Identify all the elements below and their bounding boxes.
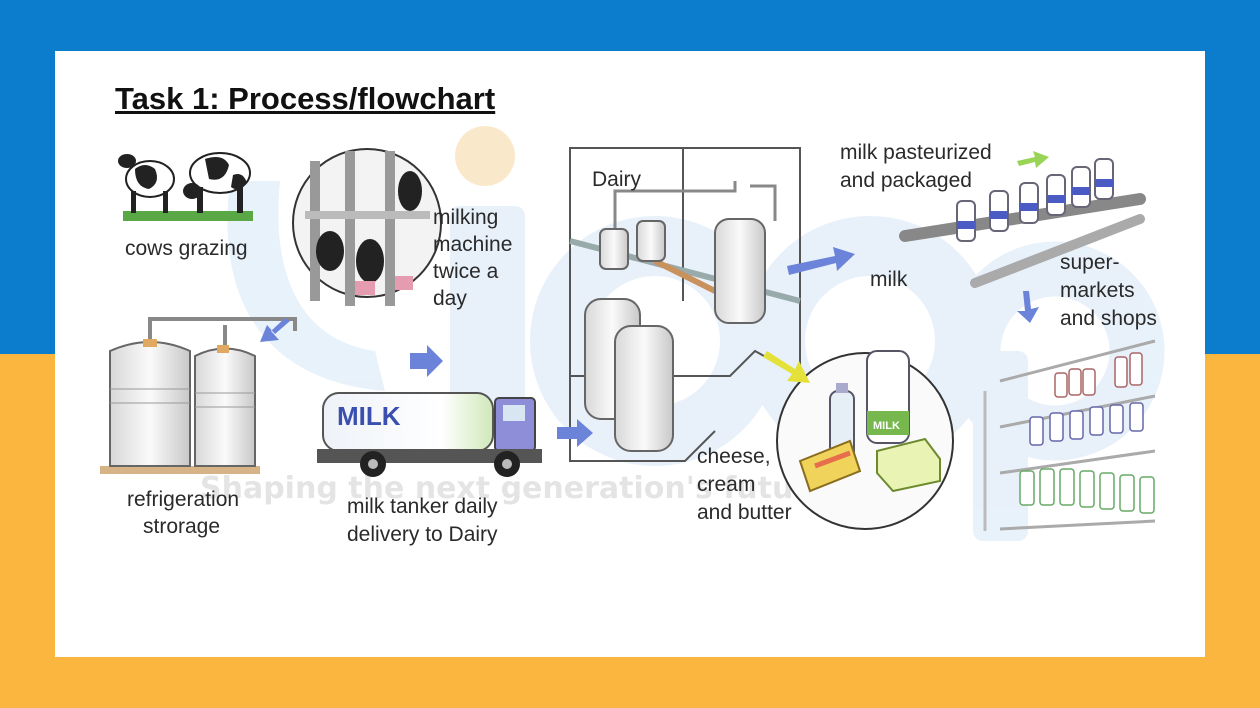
watermark-dot — [455, 126, 515, 186]
watermark-tagline: Shaping the next generation's future — [200, 471, 828, 506]
jug-milk-sign: MILK — [873, 420, 900, 432]
arrow-icon-to-tanker — [410, 345, 443, 377]
slide-title: Task 1: Process/flowchart — [115, 81, 496, 116]
milk-jug-icon: MILK — [866, 350, 910, 444]
shelf-bottles-icon-row3 — [1019, 468, 1155, 514]
arrow-icon-to-supermarkets — [1017, 291, 1039, 323]
label-pasteurized-line2: and packaged — [840, 169, 972, 192]
watermark-letter-i — [450, 206, 525, 436]
dairy-products-illustration: MILK cheese, cream and butter — [697, 350, 954, 530]
refrigeration-tanks-illustration: refrigeration strorage — [100, 317, 297, 538]
label-milking-line2: machine — [433, 233, 512, 256]
dairy-vat-icon-3 — [714, 218, 766, 324]
shelf-bottles-icon-row1 — [1054, 352, 1143, 398]
label-milking-line1: milking — [433, 206, 498, 229]
milking-machine-illustration: milking machine twice a day — [292, 148, 512, 310]
milk-tanker-illustration: MILK milk tanker daily delivery to Dairy — [317, 392, 542, 546]
label-dairy: Dairy — [592, 168, 642, 191]
label-tanker-line1: milk tanker daily — [347, 495, 498, 518]
slide-panel: Task 1: Process/flowchart — [55, 51, 1205, 657]
label-milk: milk — [870, 268, 908, 291]
dairy-silo-icon-2 — [614, 325, 674, 452]
arrow-icon-conveyor-direction — [1017, 151, 1049, 168]
arrow-icon-to-storage — [260, 318, 290, 342]
supermarket-shelves-illustration: super- markets and shops — [983, 251, 1157, 531]
label-cheese-line2: cream — [697, 473, 755, 496]
arrow-icon-to-dairy — [557, 419, 593, 447]
dairy-vat-icon-1 — [599, 228, 629, 270]
cheese-wedge-icon — [798, 439, 862, 493]
tanker-truck-icon — [317, 392, 542, 477]
storage-tank-icon-1 — [109, 339, 191, 467]
packaging-line-illustration: milk pasteurized and packaged milk — [840, 141, 1146, 291]
milking-stall-icon — [305, 151, 430, 306]
milk-bottle-icons — [956, 158, 1114, 242]
storage-tank-icon-2 — [194, 345, 256, 467]
dairy-vat-icon-2 — [636, 220, 666, 262]
label-tanker-line2: delivery to Dairy — [347, 523, 498, 546]
label-milking-line4: day — [433, 287, 467, 310]
watermark-letter-p-stem — [973, 351, 1028, 541]
label-cheese-line1: cheese, — [697, 445, 771, 468]
label-cheese-line3: and butter — [697, 501, 792, 524]
flow-arrows — [260, 151, 1049, 447]
truck-milk-sign: MILK — [337, 401, 401, 431]
milk-process-diagram: Shaping the next generation's future cow… — [100, 126, 1165, 546]
cow-icon-1 — [118, 154, 175, 213]
label-milking-line3: twice a — [433, 260, 499, 283]
label-refrigeration-line1: refrigeration — [127, 488, 239, 511]
cow-icon-2 — [183, 152, 251, 213]
label-markets-line3: and shops — [1060, 307, 1157, 330]
shelf-bottles-icon-row2 — [1029, 402, 1144, 446]
cows-illustration: cows grazing — [118, 152, 253, 260]
label-markets-line2: markets — [1060, 279, 1135, 302]
dairy-building-illustration: Dairy — [569, 147, 801, 462]
label-markets-line1: super- — [1060, 251, 1120, 274]
arrow-icon-dairy-to-milk — [787, 247, 855, 275]
butter-pack-icon — [876, 437, 941, 493]
label-cows-grazing: cows grazing — [125, 237, 248, 260]
arrow-icon-to-products — [763, 351, 810, 383]
label-refrigeration-line2: strorage — [143, 515, 220, 538]
label-pasteurized-line1: milk pasteurized — [840, 141, 992, 164]
